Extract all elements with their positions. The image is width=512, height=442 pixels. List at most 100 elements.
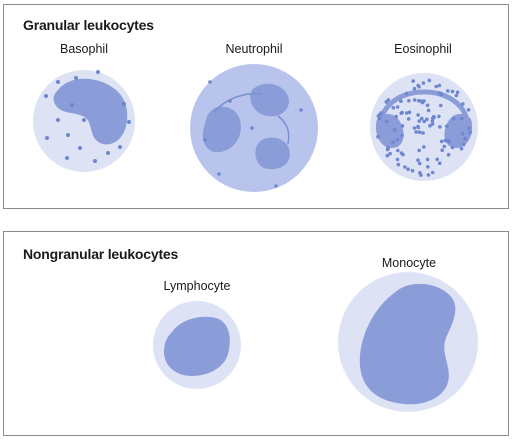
eosinophil-granule [460,131,465,136]
eosinophil-granule [422,145,426,149]
eosinophil-granule [399,151,404,155]
eosinophil-granule [421,81,426,85]
eosinophil-granule [392,127,397,132]
eosinophil-granule [417,161,422,166]
eosinophil-label: Eosinophil [394,42,452,56]
eosinophil-granule [459,146,464,151]
eosinophil-granule [438,125,442,129]
eosinophil-granule [403,165,407,169]
monocyte-nucleus [359,283,456,405]
eosinophil-granule [468,130,473,135]
eosinophil-granule [391,140,395,145]
eosinophil-granule [412,126,417,130]
eosinophil-granule [396,148,400,153]
eosinophil-granule [439,139,444,144]
eosinophil-granule [404,111,409,115]
eosinophil-granule [385,153,390,158]
eosinophil-granule [395,157,400,162]
eosinophil-granule [395,137,400,142]
eosinophil-granule [396,162,401,167]
eosinophil-granule [431,114,436,119]
eosinophil-granule [450,89,455,94]
eosinophil-granule [417,148,422,153]
eosinophil-granule [410,168,415,173]
eosinophil-granule [426,165,430,169]
eosinophil-granule [442,144,447,149]
monocyte-label: Monocyte [381,256,437,270]
nongranular-panel-title: Nongranular leukocytes [23,246,179,262]
eosinophil-granule [417,119,422,123]
eosinophil-granule [416,113,420,117]
eosinophil-granule [421,131,425,135]
eosinophil-granules [376,78,473,177]
eosinophil-granule [395,105,400,109]
eosinophil-granule [450,145,455,150]
neutrophil-granules [203,80,303,188]
eosinophil-granule [440,148,445,152]
eosinophil-granule [437,114,441,119]
eosinophil-granule [412,98,417,102]
eosinophil-granule [407,98,411,103]
eosinophil-granule [427,78,432,83]
eosinophil-granule [385,119,389,124]
eosinophil-granule [443,138,448,143]
eosinophil-granule [419,173,423,177]
granular-panel-title: Granular leukocytes [23,17,154,33]
eosinophil-granule [430,170,435,175]
eosinophil-granule [391,106,396,110]
eosinophil-granule [461,102,465,106]
eosinophil-granule [376,135,380,139]
eosinophil-granule [437,161,442,165]
eosinophil-granule [417,130,422,134]
eosinophil-granule [467,126,471,131]
eosinophil-granule [399,99,403,103]
eosinophil-granule [455,90,460,95]
eosinophil-granule [460,116,464,121]
eosinophil-granule [394,114,398,119]
eosinophil-granule [439,103,443,108]
eosinophil-granule [386,145,390,150]
eosinophil-granule [463,136,468,141]
eosinophil-granule [425,117,429,122]
eosinophil-granule [466,108,471,112]
neutrophil-nucleus-lobes [202,83,290,170]
eosinophil-granule [437,83,442,88]
eosinophil-granule [386,98,391,102]
eosinophil-granule [412,86,417,91]
eosinophil-granule [400,124,405,128]
eosinophil-granule [425,103,430,108]
eosinophil-granule [445,124,449,128]
eosinophil-granule [426,108,431,113]
eosinophil-nucleus-bridge [378,89,470,127]
eosinophil-granule [428,124,432,128]
eosinophil-granule [407,110,412,115]
eosinophil-granule [416,158,420,162]
neutrophil-lobe-connector [213,92,290,145]
eosinophil-granule [400,110,404,115]
eosinophil-granule [426,173,431,177]
eosinophil-granule [416,124,420,129]
eosinophil-granule [430,122,435,126]
eosinophil-granule [414,130,418,134]
eosinophil-granule [435,157,440,162]
eosinophil-granule [388,151,392,156]
eosinophil-granule [406,167,410,171]
eosinophil-granule [404,91,409,96]
basophil-nucleus [53,78,128,145]
eosinophil-granule [454,93,459,98]
eosinophil-granule [462,142,466,147]
lymphocyte-nucleus [164,316,230,376]
eosinophil-granule [451,116,456,121]
eosinophil-granule [422,119,427,124]
eosinophil-granule [446,89,450,93]
basophil-granules [44,70,131,163]
neutrophil-label: Neutrophil [225,42,283,56]
eosinophil-granule [416,83,420,88]
eosinophil-granule [411,79,416,83]
eosinophil-granule [420,116,424,121]
eosinophil-granule [400,133,404,138]
